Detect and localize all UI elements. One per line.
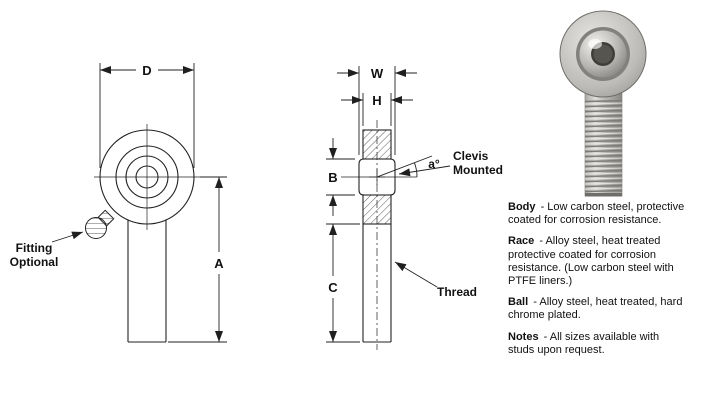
dim-h [341, 93, 413, 126]
dim-b-label: B [328, 170, 337, 185]
fitting-optional-label-line1: Fitting [16, 241, 53, 255]
spec-race-desc: - Alloy steel, heat treated protective c… [508, 235, 674, 288]
housing-section-bottom [362, 194, 392, 225]
photo-bore-inner [593, 44, 613, 64]
front-view [85, 124, 200, 343]
grease-fitting [85, 209, 115, 239]
dim-c-label: C [328, 280, 338, 295]
dim-a-label: A [214, 256, 224, 271]
thread-leader-arrow [394, 261, 438, 288]
dim-w-label: W [371, 66, 384, 81]
dim-b [326, 138, 355, 216]
rod-end-photo [559, 10, 647, 197]
dim-c [326, 223, 360, 343]
spec-ball-desc: - Alloy steel, heat treated, hard chrome… [508, 296, 683, 322]
thread-label: Thread [437, 285, 477, 299]
housing-section-top [362, 129, 392, 160]
spec-ball-term: Ball [508, 296, 529, 309]
clevis-mounted-label-line1: Clevis [453, 149, 489, 163]
fitting-optional-label-line2: Optional [10, 255, 59, 269]
fitting-leader-arrow [51, 231, 84, 243]
spec-notes-desc: - All sizes available with studs upon re… [508, 330, 660, 356]
misalignment-angle [376, 155, 433, 178]
dim-d-label: D [142, 63, 151, 78]
spec-notes: Notes - All sizes available with studs u… [508, 331, 688, 357]
dim-w [337, 66, 417, 155]
spec-race-term: Race [508, 235, 535, 248]
ball-section [358, 158, 396, 196]
spec-ball: Ball - Alloy steel, heat treated, hard c… [508, 296, 688, 322]
material-specs: Body - Low carbon steel, protective coat… [508, 201, 688, 365]
spec-race: Race - Alloy steel, heat treated protect… [508, 235, 688, 288]
side-view [341, 120, 417, 350]
dim-h-label: H [372, 93, 381, 108]
dim-d [99, 63, 195, 168]
spec-body-term: Body [508, 201, 536, 213]
clevis-leader-arrow [398, 165, 451, 177]
spec-body: Body - Low carbon steel, protective coat… [508, 201, 688, 227]
clevis-mounted-label-line2: Mounted [453, 163, 503, 177]
photo-shaft-end [585, 193, 622, 197]
angle-label: a° [428, 157, 440, 171]
spec-notes-term: Notes [508, 330, 539, 343]
photo-ball-highlight [588, 39, 602, 49]
dim-a [168, 176, 227, 343]
spec-body-desc: - Low carbon steel, protective coated fo… [508, 201, 685, 227]
photo-thread-lines [585, 100, 622, 193]
